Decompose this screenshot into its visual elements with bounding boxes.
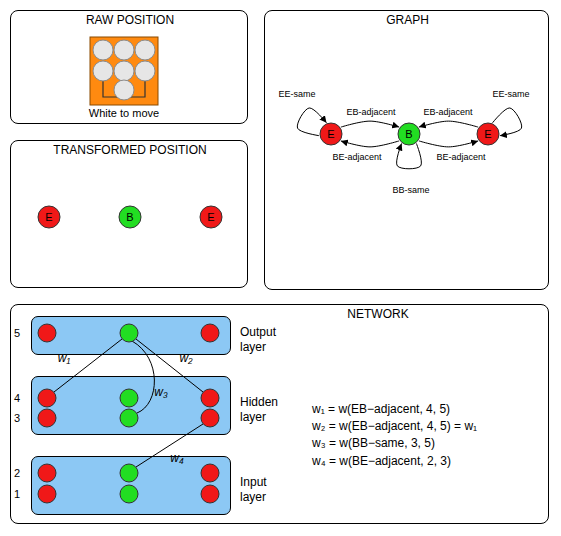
node-circle bbox=[119, 206, 141, 228]
node-letter: E bbox=[199, 205, 223, 229]
node-letter: E bbox=[319, 122, 343, 146]
edge-label: BE-adjacent bbox=[317, 151, 397, 163]
graph-edge bbox=[297, 108, 326, 136]
equation: w₂ = w(EB−adjacent, 4, 5) = w₁ bbox=[312, 419, 544, 434]
edge-label: EB-adjacent bbox=[408, 106, 488, 118]
row-number: 2 bbox=[10, 466, 24, 480]
unit-circle bbox=[201, 389, 219, 407]
unit-circle bbox=[201, 409, 219, 427]
weight-label: w₃ bbox=[149, 385, 173, 400]
row-number: 3 bbox=[10, 411, 24, 425]
unit-circle bbox=[120, 389, 138, 407]
unit-circle bbox=[201, 324, 219, 342]
caption-note: White to move bbox=[74, 106, 174, 120]
node-circle bbox=[398, 123, 420, 145]
panel-title: NETWORK bbox=[268, 307, 488, 321]
unit-circle bbox=[201, 464, 219, 482]
unit-circle bbox=[38, 409, 56, 427]
game-piece bbox=[114, 80, 134, 100]
graph-node: E bbox=[476, 122, 500, 146]
panel: Output layerHidden layerInput layer NETWO… bbox=[10, 304, 549, 524]
edge-label: BE-adjacent bbox=[421, 151, 501, 163]
panel-title: GRAPH bbox=[298, 13, 518, 27]
graph-edge bbox=[419, 121, 478, 127]
graph-edge bbox=[492, 108, 521, 136]
game-piece bbox=[93, 61, 113, 81]
node-letter: E bbox=[37, 205, 61, 229]
game-piece bbox=[135, 61, 155, 81]
equation: w₄ = w(BE−adjacent, 2, 3) bbox=[312, 454, 544, 469]
weight-label: w₂ bbox=[174, 351, 198, 366]
unit-circle bbox=[38, 485, 56, 503]
unit-circle bbox=[38, 389, 56, 407]
unit-circle bbox=[38, 464, 56, 482]
node-circle bbox=[477, 123, 499, 145]
layer-name: Hidden layer bbox=[240, 395, 292, 425]
row-number: 5 bbox=[10, 326, 24, 340]
layer-name: Output layer bbox=[240, 325, 292, 355]
panel-title: RAW POSITION bbox=[20, 13, 240, 27]
weight-line bbox=[54, 339, 122, 392]
weight-label: w₄ bbox=[165, 451, 189, 466]
game-pieces bbox=[93, 40, 155, 100]
graph-edge bbox=[419, 141, 478, 147]
graph-node: B bbox=[118, 205, 142, 229]
node-letter: B bbox=[118, 205, 142, 229]
unit-circle bbox=[120, 409, 138, 427]
panel-title: TRANSFORMED POSITION bbox=[20, 143, 240, 157]
graph-node: E bbox=[319, 122, 343, 146]
node-letter: B bbox=[397, 122, 421, 146]
network-units bbox=[38, 324, 219, 503]
weight-line bbox=[136, 339, 203, 392]
graph-edge bbox=[397, 143, 422, 168]
graph-edge bbox=[341, 121, 399, 127]
weight-line bbox=[136, 424, 203, 467]
game-piece bbox=[135, 40, 155, 60]
node-circle bbox=[38, 206, 60, 228]
weight-lines bbox=[54, 339, 203, 467]
panel: E B E GRAPH bbox=[264, 10, 549, 290]
graph-node: E bbox=[199, 205, 223, 229]
node-circle bbox=[200, 206, 222, 228]
game-board bbox=[90, 37, 158, 105]
game-piece bbox=[114, 61, 134, 81]
equation: w₁ = w(EB−adjacent, 4, 5) bbox=[312, 402, 544, 417]
node-circle bbox=[320, 123, 342, 145]
graph-edge bbox=[341, 141, 399, 147]
unit-circle bbox=[201, 485, 219, 503]
edge-label: BB-same bbox=[371, 184, 451, 196]
equation: w₃ = w(BB−same, 3, 5) bbox=[312, 436, 544, 451]
weight-label: w₁ bbox=[52, 351, 76, 366]
game-piece bbox=[93, 40, 113, 60]
layer-name: Input layer bbox=[240, 475, 292, 505]
unit-circle bbox=[120, 464, 138, 482]
unit-circle bbox=[120, 324, 138, 342]
row-number: 1 bbox=[10, 487, 24, 501]
unit-circle bbox=[120, 485, 138, 503]
unit-circle bbox=[38, 324, 56, 342]
graph-node: B bbox=[397, 122, 421, 146]
edge-label: EE-same bbox=[257, 88, 337, 100]
graph-node: E bbox=[37, 205, 61, 229]
game-piece bbox=[114, 40, 134, 60]
row-number: 4 bbox=[10, 391, 24, 405]
edge-label: EE-same bbox=[471, 88, 551, 100]
panel: E B E TRANSFORMED POSITION bbox=[10, 140, 248, 288]
node-letter: E bbox=[476, 122, 500, 146]
edge-label: EB-adjacent bbox=[331, 106, 411, 118]
